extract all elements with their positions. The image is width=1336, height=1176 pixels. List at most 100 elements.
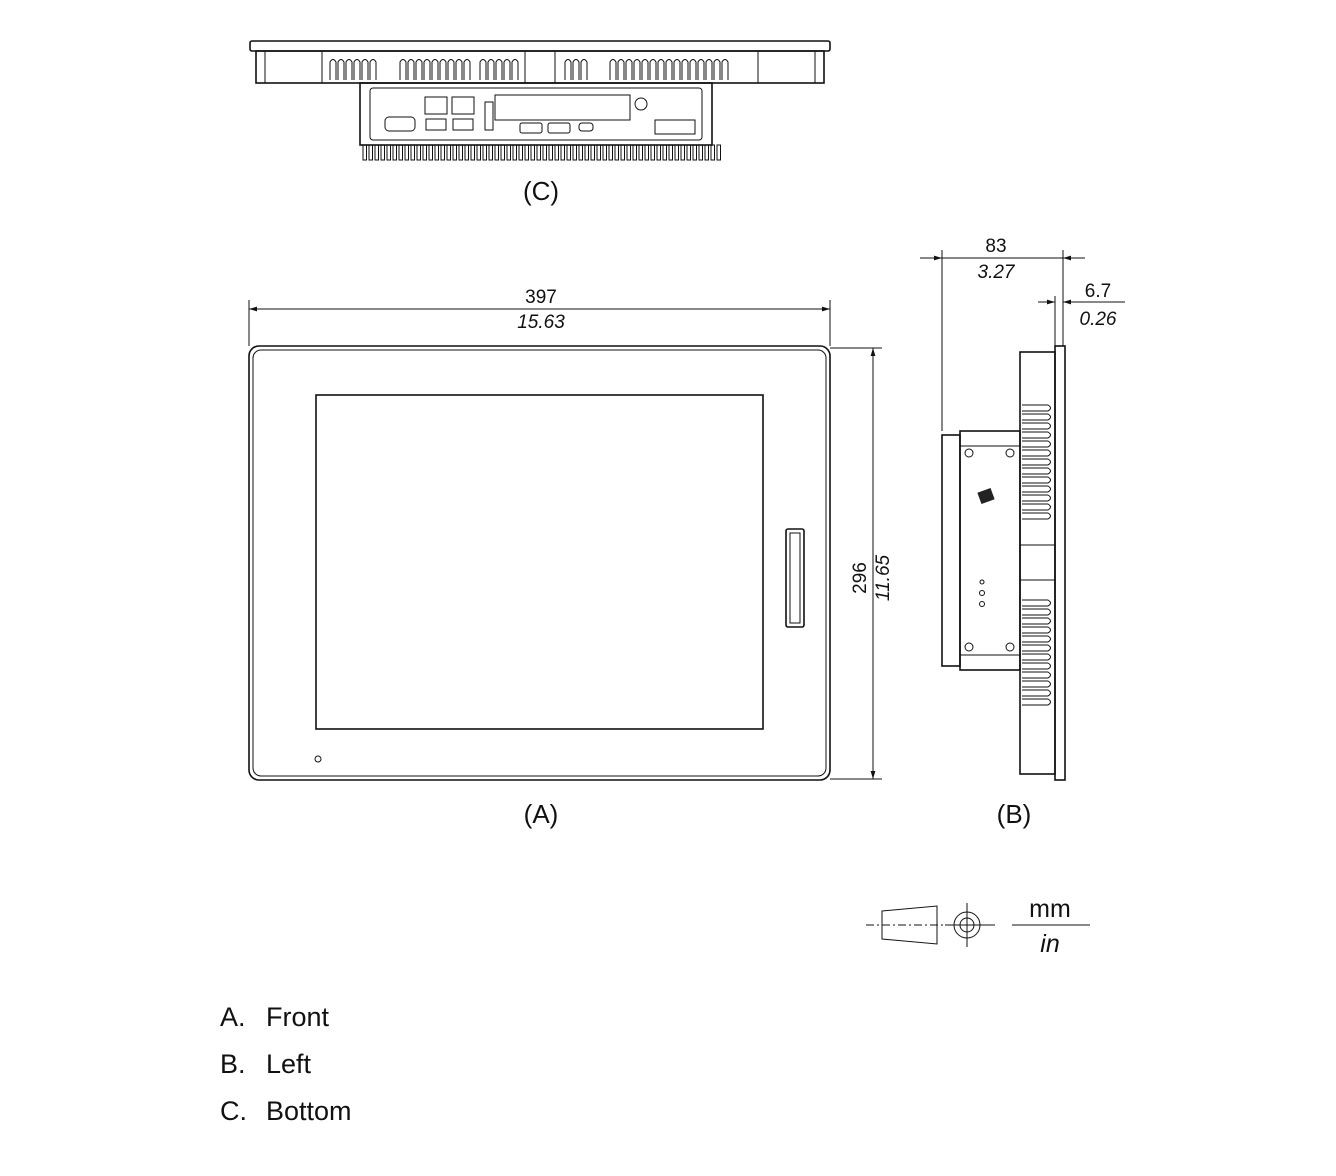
- heatsink-fin: [1022, 644, 1051, 652]
- heatsink-fin: [518, 144, 523, 161]
- heatsink-fin: [1022, 431, 1051, 439]
- vent-slot: [495, 59, 503, 80]
- heatsink-fin: [1022, 404, 1051, 412]
- heatsink-fin: [1022, 440, 1051, 448]
- width-in: 15.63: [517, 312, 565, 333]
- depth-in: 3.27: [978, 262, 1016, 283]
- heatsink-fin: [1022, 485, 1051, 493]
- heatsink-fin: [668, 144, 673, 161]
- heatsink-fin: [470, 144, 475, 161]
- vent-slot: [665, 59, 673, 80]
- heatsink-fin: [1022, 422, 1051, 430]
- heatsink-fin: [458, 144, 463, 161]
- vent-slot: [345, 59, 353, 80]
- heatsink-fin: [530, 144, 535, 161]
- bezel-mm: 6.7: [1085, 281, 1111, 302]
- left-view-label: (B): [997, 799, 1032, 829]
- depth-mm: 83: [985, 236, 1006, 257]
- heatsink-fin: [1022, 662, 1051, 670]
- heatsink-fin: [368, 144, 373, 161]
- heatsink-fin: [440, 144, 445, 161]
- heatsink-fin: [656, 144, 661, 161]
- vent-slot: [713, 59, 721, 80]
- heatsink-fin: [614, 144, 619, 161]
- vent-slot: [697, 59, 705, 80]
- front-view: 397 15.63 296 11.65 (A): [248, 287, 894, 829]
- heatsink-fin: [566, 144, 571, 161]
- heatsink-fin: [1022, 599, 1051, 607]
- heatsink-fin: [620, 144, 625, 161]
- vent-slot: [463, 59, 471, 80]
- heatsink-fin: [1022, 653, 1051, 661]
- heatsink-fin: [548, 144, 553, 161]
- vent-slot: [503, 59, 511, 80]
- heatsink-fin: [554, 144, 559, 161]
- vent-slot: [439, 59, 447, 80]
- heatsink-fin: [674, 144, 679, 161]
- vent-slot: [625, 59, 633, 80]
- vent-slot: [431, 59, 439, 80]
- heatsink-fin: [464, 144, 469, 161]
- heatsink-fin: [434, 144, 439, 161]
- heatsink-fin: [638, 144, 643, 161]
- heatsink-fin: [500, 144, 505, 161]
- heatsink-fin: [512, 144, 517, 161]
- heatsink-fin: [494, 144, 499, 161]
- heatsink-fin: [560, 144, 565, 161]
- heatsink-fin: [650, 144, 655, 161]
- vent-slot: [415, 59, 423, 80]
- heatsink-fin: [662, 144, 667, 161]
- projection-symbol-icon: [866, 903, 995, 947]
- vent-slot: [633, 59, 641, 80]
- heatsink-fin: [488, 144, 493, 161]
- heatsink-fin: [698, 144, 703, 161]
- vent-slot: [329, 59, 337, 80]
- legend-item-left: B. Left: [220, 1049, 311, 1080]
- vent-slot: [353, 59, 361, 80]
- heatsink-fin: [1022, 458, 1051, 466]
- bottom-view-label: (C): [523, 176, 559, 206]
- vent-slot: [423, 59, 431, 80]
- vent-slot: [673, 59, 681, 80]
- heatsink-fin: [632, 144, 637, 161]
- legend-label: Bottom: [266, 1096, 352, 1126]
- heatsink-fin: [602, 144, 607, 161]
- left-view: 83 3.27 6.7 0.26 (B): [920, 236, 1125, 829]
- vent-slot: [572, 59, 580, 80]
- heatsink-fin: [626, 144, 631, 161]
- heatsink-fin: [404, 144, 409, 161]
- heatsink-fin: [422, 144, 427, 161]
- heatsink-fin: [542, 144, 547, 161]
- heatsink-fin: [1022, 671, 1051, 679]
- legend-item-bottom: C.Bottom: [220, 1096, 352, 1127]
- heatsink-fin: [590, 144, 595, 161]
- heatsink-fin: [476, 144, 481, 161]
- vent-slot: [511, 59, 519, 80]
- bottom-view: (C): [249, 40, 831, 206]
- height-in: 11.65: [873, 555, 894, 602]
- heatsink-fin: [596, 144, 601, 161]
- bezel-in: 0.26: [1080, 309, 1117, 330]
- legend-label: Front: [266, 1002, 330, 1032]
- unit-in: in: [1040, 930, 1059, 958]
- heatsink-fin: [692, 144, 697, 161]
- vent-slot: [399, 59, 407, 80]
- legend-key: B.: [220, 1049, 246, 1079]
- heatsink-fin: [704, 144, 709, 161]
- vent-slot: [564, 59, 572, 80]
- heatsink-fin: [428, 144, 433, 161]
- heatsink-fin: [578, 144, 583, 161]
- vent-slot: [337, 59, 345, 80]
- legend-label: Left: [266, 1049, 312, 1079]
- heatsink-fin: [536, 144, 541, 161]
- heatsink-fin: [362, 144, 367, 161]
- heatsink-fin: [1022, 449, 1051, 457]
- heatsink-fin: [1022, 698, 1051, 706]
- heatsink-fin: [1022, 635, 1051, 643]
- heatsink-fin: [1022, 680, 1051, 688]
- heatsink-fin: [524, 144, 529, 161]
- heatsink-fin: [416, 144, 421, 161]
- heatsink-fin: [1022, 512, 1051, 520]
- vent-slot: [447, 59, 455, 80]
